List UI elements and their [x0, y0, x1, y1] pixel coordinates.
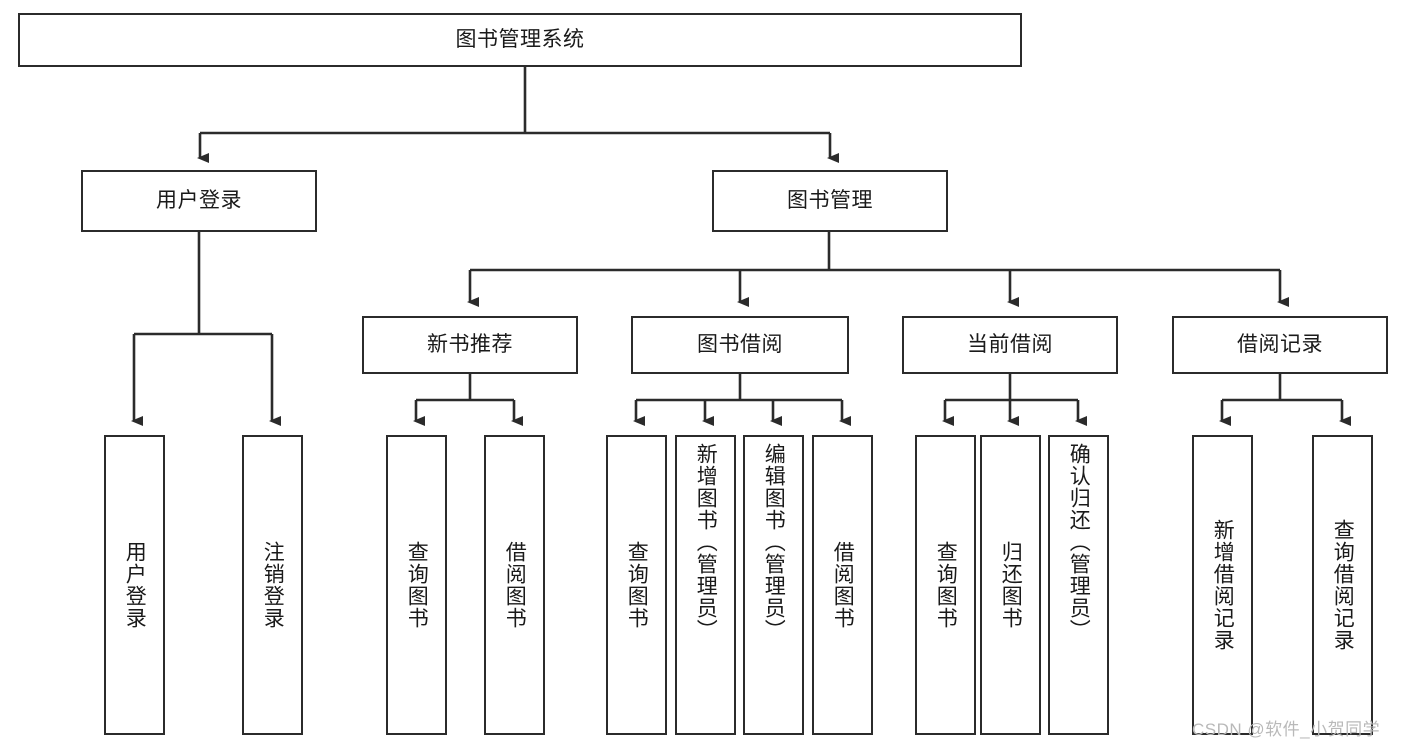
node-borrow-record[interactable]: 借阅记录 — [1172, 316, 1388, 374]
node-user-login[interactable]: 用户登录 — [81, 170, 317, 232]
node-label: 当前借阅 — [967, 332, 1053, 356]
leaf-new-book-borrow[interactable]: 借阅图书 — [484, 435, 545, 735]
leaf-user-login-login[interactable]: 用户登录 — [104, 435, 165, 735]
node-label: 查询图书 — [625, 541, 649, 629]
leaf-book-borrow-edit[interactable]: 编辑图书（管理员） — [743, 435, 804, 735]
node-label: 图书管理 — [787, 188, 873, 212]
leaf-current-borrow-confirm-return[interactable]: 确认归还（管理员） — [1048, 435, 1109, 735]
node-label: 用户登录 — [123, 541, 147, 629]
node-label: 借阅图书 — [831, 541, 855, 629]
leaf-book-borrow-borrow[interactable]: 借阅图书 — [812, 435, 873, 735]
node-label: 图书管理系统 — [455, 27, 585, 51]
node-label: 用户登录 — [156, 188, 242, 212]
leaf-borrow-record-query[interactable]: 查询借阅记录 — [1312, 435, 1373, 735]
node-label: 确认归还（管理员） — [1067, 443, 1091, 641]
node-label: 新书推荐 — [427, 332, 513, 356]
node-label: 查询图书 — [934, 541, 958, 629]
node-label: 借阅图书 — [503, 541, 527, 629]
node-label: 注销登录 — [261, 541, 285, 629]
node-new-book-recommend[interactable]: 新书推荐 — [362, 316, 578, 374]
node-label: 新增借阅记录 — [1211, 519, 1235, 651]
node-label: 借阅记录 — [1237, 332, 1323, 356]
leaf-borrow-record-add[interactable]: 新增借阅记录 — [1192, 435, 1253, 735]
node-label: 新增图书（管理员） — [694, 443, 718, 641]
leaf-new-book-query[interactable]: 查询图书 — [386, 435, 447, 735]
node-current-borrow[interactable]: 当前借阅 — [902, 316, 1118, 374]
leaf-current-borrow-query[interactable]: 查询图书 — [915, 435, 976, 735]
edges — [131, 67, 1351, 426]
leaf-book-borrow-add[interactable]: 新增图书（管理员） — [675, 435, 736, 735]
leaf-book-borrow-query[interactable]: 查询图书 — [606, 435, 667, 735]
node-label: 查询借阅记录 — [1331, 519, 1355, 651]
leaf-current-borrow-return[interactable]: 归还图书 — [980, 435, 1041, 735]
node-label: 归还图书 — [999, 541, 1023, 629]
node-book-borrow[interactable]: 图书借阅 — [631, 316, 849, 374]
node-book-management[interactable]: 图书管理 — [712, 170, 948, 232]
node-label: 图书借阅 — [697, 332, 783, 356]
node-label: 编辑图书（管理员） — [762, 443, 786, 641]
node-label: 查询图书 — [405, 541, 429, 629]
leaf-user-login-logout[interactable]: 注销登录 — [242, 435, 303, 735]
node-root-system[interactable]: 图书管理系统 — [18, 13, 1022, 67]
